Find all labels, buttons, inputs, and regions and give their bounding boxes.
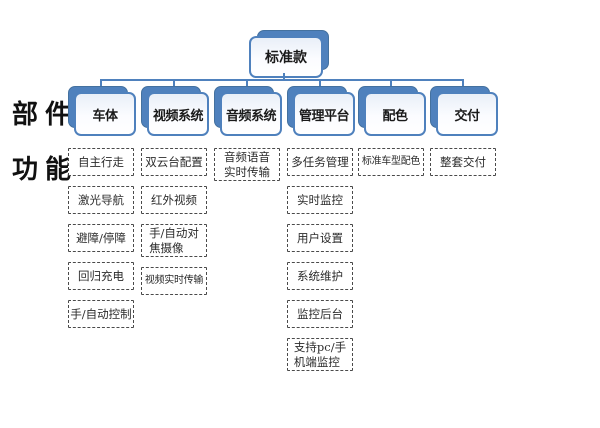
- header-node-delivery: 交付: [430, 86, 498, 136]
- header-label: 配色: [364, 92, 426, 136]
- header-node-audio: 音频系统: [214, 86, 282, 136]
- feature-node: 支持pc/手 机端监控: [287, 338, 353, 372]
- column-body: 车体 自主行走 激光导航 避障/停障 回归充电 手/自动控制: [68, 86, 136, 328]
- feature-node: 标准车型配色: [358, 148, 424, 176]
- feature-node: 手/自动对 焦摄像: [141, 224, 207, 258]
- feature-node: 音频语音 实时传输: [214, 148, 280, 182]
- header-label: 交付: [436, 92, 498, 136]
- feature-node: 红外视频: [141, 186, 207, 214]
- row-label-functions: 功能: [12, 155, 79, 185]
- column-audio: 音频系统 音频语音 实时传输: [214, 86, 282, 182]
- connector-drop-6: [462, 80, 464, 87]
- feature-node: 视频实时传输: [141, 267, 207, 296]
- row-label-parts: 部件: [12, 100, 79, 130]
- feature-node: 实时监控: [287, 186, 353, 214]
- connector-drop-4: [319, 80, 321, 87]
- column-video: 视频系统 双云台配置 红外视频 手/自动对 焦摄像 视频实时传输: [141, 86, 209, 296]
- connector-horizontal: [100, 79, 464, 81]
- feature-node: 整套交付: [430, 148, 496, 176]
- connector-drop-3: [246, 80, 248, 87]
- feature-node: 手/自动控制: [68, 300, 134, 328]
- connector-drop-1: [100, 80, 102, 87]
- column-color: 配色 标准车型配色: [358, 86, 426, 176]
- connector-drop-5: [390, 80, 392, 87]
- feature-node: 系统维护: [287, 262, 353, 290]
- column-management: 管理平台 多任务管理 实时监控 用户设置 系统维护 监控后台 支持pc/手 机端…: [287, 86, 355, 372]
- header-label: 音频系统: [220, 92, 282, 136]
- header-label: 管理平台: [293, 92, 355, 136]
- feature-node: 多任务管理: [287, 148, 353, 176]
- header-node-management: 管理平台: [287, 86, 355, 136]
- feature-node: 回归充电: [68, 262, 134, 290]
- feature-node: 监控后台: [287, 300, 353, 328]
- connector-trunk: [283, 73, 285, 80]
- feature-node: 激光导航: [68, 186, 134, 214]
- feature-node: 自主行走: [68, 148, 134, 176]
- header-label: 视频系统: [147, 92, 209, 136]
- header-node-color: 配色: [358, 86, 426, 136]
- feature-node: 用户设置: [287, 224, 353, 252]
- header-node-video: 视频系统: [141, 86, 209, 136]
- header-label: 车体: [74, 92, 136, 136]
- root-node: 标准款: [249, 30, 329, 78]
- root-card: 标准款: [249, 36, 323, 78]
- column-delivery: 交付 整套交付: [430, 86, 498, 176]
- connector-drop-2: [173, 80, 175, 87]
- feature-node: 避障/停障: [68, 224, 134, 252]
- feature-node: 双云台配置: [141, 148, 207, 176]
- header-node-body: 车体: [68, 86, 136, 136]
